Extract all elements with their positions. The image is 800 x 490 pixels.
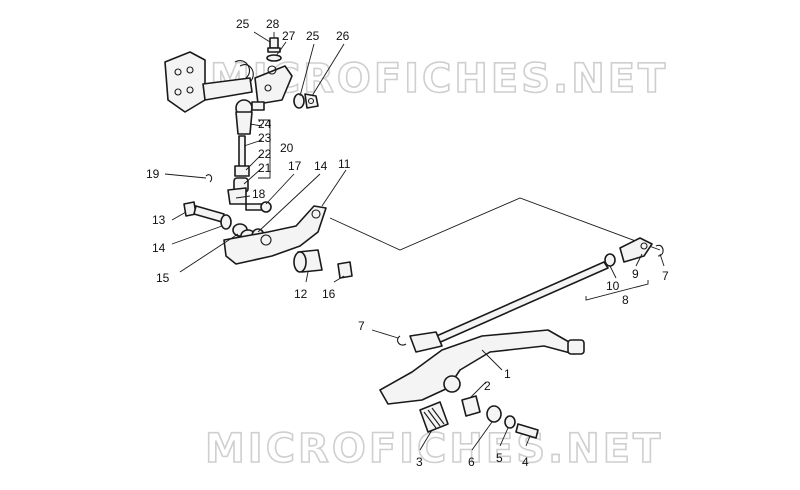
nut-16 xyxy=(337,261,353,279)
callout-4: 4 xyxy=(522,455,529,469)
callout-9: 9 xyxy=(632,267,639,281)
callout-24: 24 xyxy=(258,117,272,131)
callout-12: 12 xyxy=(294,287,308,301)
foot-peg xyxy=(419,401,449,433)
callout-13: 13 xyxy=(152,213,166,227)
callout-25: 25 xyxy=(236,17,250,31)
gear-lever xyxy=(379,329,585,405)
bolt-18 xyxy=(245,201,272,213)
callout-28: 28 xyxy=(266,17,280,31)
split-pin-19 xyxy=(205,174,213,183)
shift-shaft-flange xyxy=(164,51,254,113)
upper-washer-nut xyxy=(293,93,319,109)
callout-14-second: 14 xyxy=(152,241,166,255)
washer-5 xyxy=(504,415,516,429)
washer-14-left xyxy=(220,214,232,230)
callout-21: 21 xyxy=(258,161,272,175)
callout-15: 15 xyxy=(156,271,170,285)
callout-10: 10 xyxy=(606,279,620,293)
ball-joint xyxy=(235,99,265,135)
callout-7-left: 7 xyxy=(358,319,365,333)
callout-3: 3 xyxy=(416,455,423,469)
bushing-2 xyxy=(461,395,481,417)
callout-11: 11 xyxy=(338,157,351,171)
callout-14: 14 xyxy=(314,159,328,173)
callout-23: 23 xyxy=(258,131,272,145)
callout-labels: 25 28 27 25 26 24 23 20 22 21 19 17 14 1… xyxy=(146,17,669,469)
spacer-12 xyxy=(293,249,323,273)
upper-shift-lever xyxy=(254,65,293,105)
leader-lines xyxy=(164,31,665,451)
ball-socket xyxy=(227,177,249,205)
callout-18: 18 xyxy=(252,187,266,201)
bolt-13 xyxy=(183,201,225,223)
callout-19: 19 xyxy=(146,167,160,181)
rod-end-right xyxy=(604,237,664,267)
link-rod xyxy=(409,261,609,353)
callout-5: 5 xyxy=(496,451,503,465)
callout-2: 2 xyxy=(484,379,491,393)
assembly-line xyxy=(329,197,661,251)
callout-16: 16 xyxy=(322,287,336,301)
callout-1: 1 xyxy=(504,367,511,381)
clip-7-left xyxy=(397,335,407,346)
callout-20: 20 xyxy=(280,141,294,155)
callout-6: 6 xyxy=(468,455,475,469)
intermediate-lever xyxy=(223,205,327,265)
callout-22: 22 xyxy=(258,147,272,161)
callout-7-right: 7 xyxy=(662,269,669,283)
bolt-4 xyxy=(515,423,539,439)
callout-27: 27 xyxy=(282,29,296,43)
callout-17: 17 xyxy=(288,159,302,173)
watermark-bottom: MICROFICHES.NET xyxy=(205,426,663,472)
callout-8: 8 xyxy=(622,293,629,307)
callout-26: 26 xyxy=(336,29,350,43)
threaded-rod xyxy=(234,135,250,177)
callout-25-second: 25 xyxy=(306,29,320,43)
washer-6 xyxy=(486,405,502,423)
